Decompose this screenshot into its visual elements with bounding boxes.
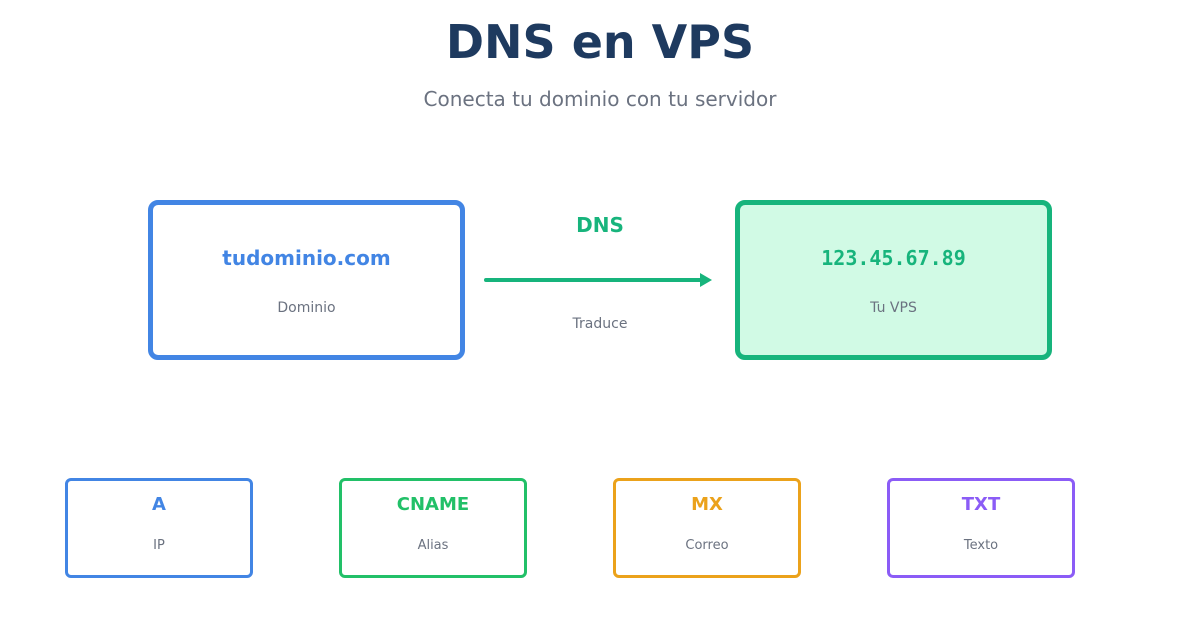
record-a-desc: IP (153, 538, 165, 553)
arrow-head (700, 273, 712, 287)
record-txt-type: TXT (961, 494, 1001, 515)
domain-value: tudominio.com (222, 246, 391, 270)
page-subtitle: Conecta tu dominio con tu servidor (423, 87, 777, 111)
record-mx-type: MX (691, 494, 723, 515)
domain-caption: Dominio (277, 300, 336, 316)
arrow-caption: Traduce (572, 316, 628, 332)
domain-box: tudominio.com Dominio (148, 200, 465, 360)
vps-value: 123.45.67.89 (821, 246, 966, 270)
arrow-label: DNS (576, 213, 624, 237)
vps-box: 123.45.67.89 Tu VPS (735, 200, 1052, 360)
arrow-right-icon (484, 273, 712, 287)
record-mx-desc: Correo (685, 538, 729, 553)
record-a-box: A IP (65, 478, 253, 578)
record-mx-box: MX Correo (613, 478, 801, 578)
record-cname-desc: Alias (417, 538, 449, 553)
vps-caption: Tu VPS (870, 300, 917, 316)
record-txt-box: TXT Texto (887, 478, 1075, 578)
record-cname-box: CNAME Alias (339, 478, 527, 578)
page-title: DNS en VPS (445, 15, 755, 69)
record-cname-type: CNAME (396, 494, 470, 515)
record-a-type: A (152, 494, 166, 515)
record-txt-desc: Texto (963, 538, 999, 553)
